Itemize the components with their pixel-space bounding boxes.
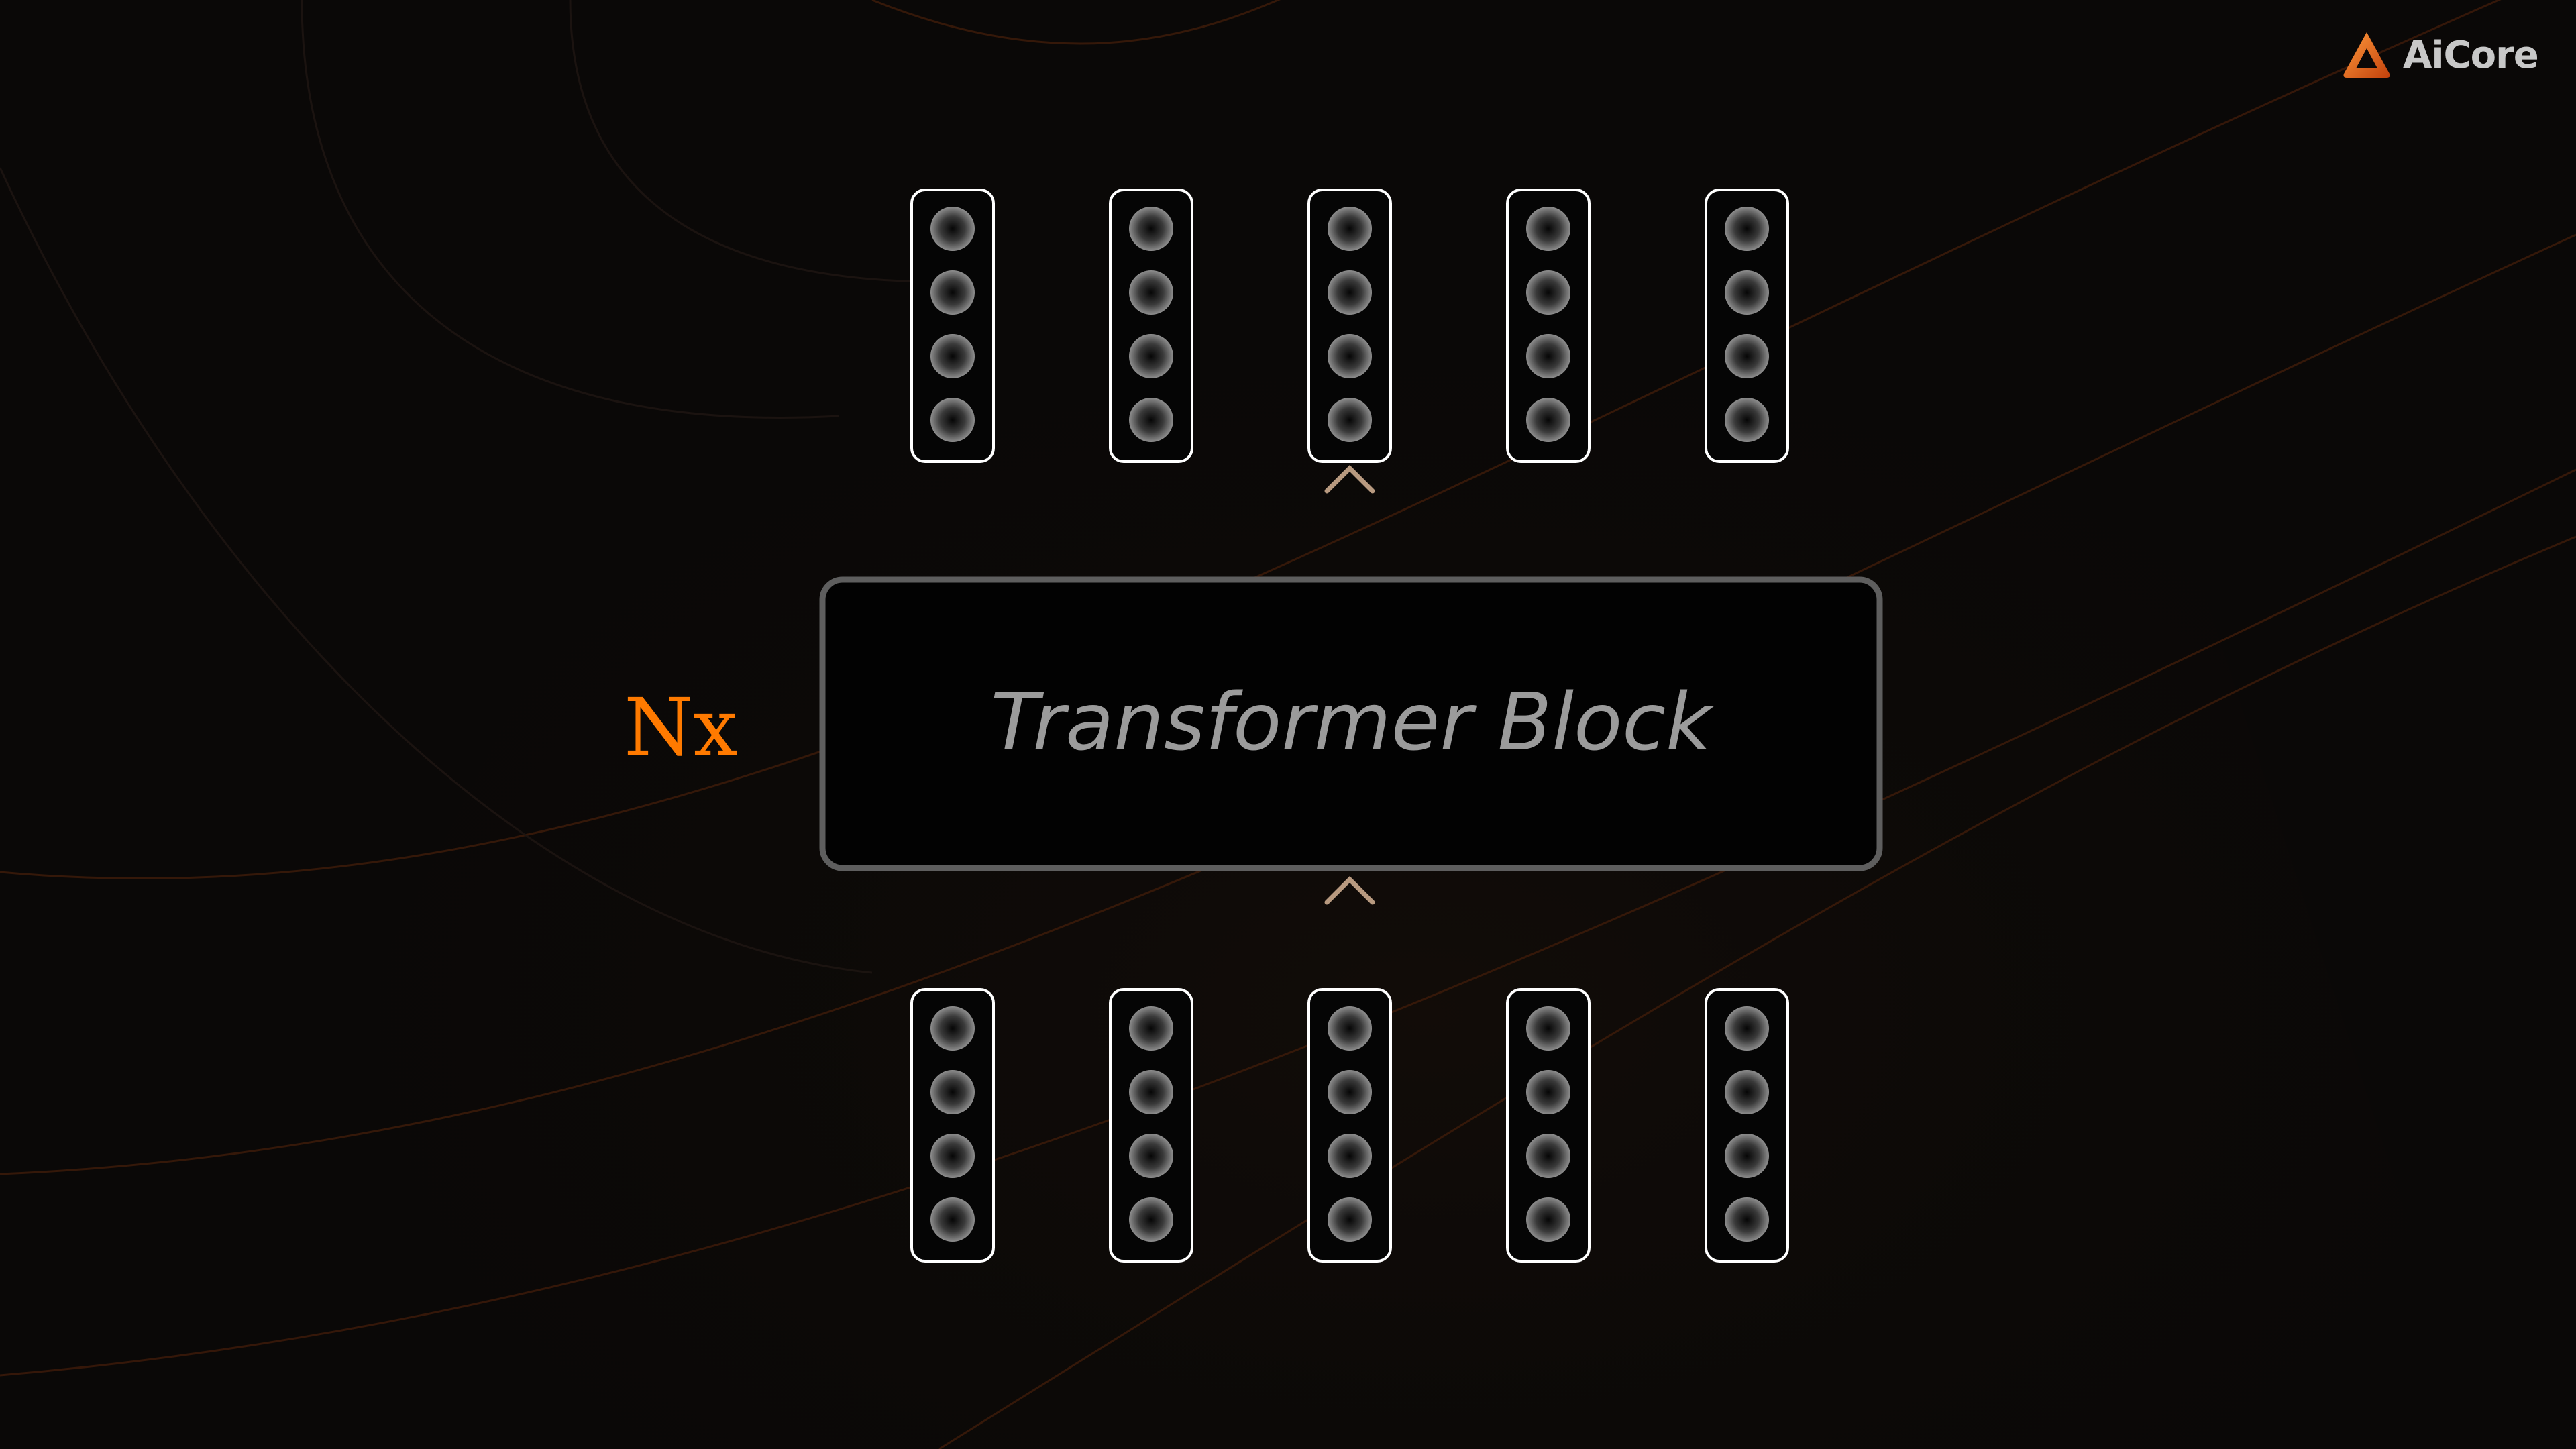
output-vector-5 — [1705, 189, 1789, 463]
arrow-into-block — [1324, 876, 1375, 985]
neuron-node — [930, 1134, 975, 1178]
neuron-node — [1725, 334, 1769, 378]
neuron-node — [1725, 1006, 1769, 1051]
neuron-node — [1129, 1197, 1173, 1242]
vector-outline — [1109, 988, 1193, 1263]
aicore-logo: AiCore — [2340, 28, 2539, 82]
neuron-node — [1328, 398, 1372, 442]
neuron-node — [930, 270, 975, 315]
neuron-node — [1129, 1134, 1173, 1178]
output-vector-2 — [1109, 189, 1193, 463]
input-vector-2 — [1109, 988, 1193, 1263]
neuron-node — [1526, 1134, 1570, 1178]
neuron-node — [1526, 270, 1570, 315]
vector-outline — [1705, 189, 1789, 463]
vector-outline — [1307, 988, 1392, 1263]
neuron-node — [1526, 207, 1570, 251]
repeat-count-label: Nx — [624, 681, 738, 773]
neuron-node — [930, 1197, 975, 1242]
neuron-node — [1328, 270, 1372, 315]
input-token-vectors — [910, 988, 1789, 1263]
neuron-node — [1328, 207, 1372, 251]
vector-outline — [1506, 189, 1591, 463]
transformer-block — [819, 576, 1883, 871]
neuron-node — [930, 334, 975, 378]
neuron-node — [930, 398, 975, 442]
input-vector-4 — [1506, 988, 1591, 1263]
neuron-node — [1328, 1006, 1372, 1051]
neuron-node — [1129, 1070, 1173, 1114]
neuron-node — [1725, 207, 1769, 251]
neuron-node — [1328, 1134, 1372, 1178]
arrow-out-of-block — [1324, 465, 1375, 574]
vector-outline — [1109, 189, 1193, 463]
neuron-node — [1725, 1134, 1769, 1178]
vector-outline — [1506, 988, 1591, 1263]
transformer-block-label: Transformer Block — [991, 676, 1715, 768]
neuron-node — [1725, 398, 1769, 442]
neuron-node — [1526, 398, 1570, 442]
neuron-node — [1129, 270, 1173, 315]
input-vector-3 — [1307, 988, 1392, 1263]
neuron-node — [1725, 270, 1769, 315]
vector-outline — [910, 189, 995, 463]
neuron-node — [930, 1006, 975, 1051]
neuron-node — [1328, 1070, 1372, 1114]
output-vector-1 — [910, 189, 995, 463]
neuron-node — [1526, 1197, 1570, 1242]
vector-outline — [1307, 189, 1392, 463]
output-vector-3 — [1307, 189, 1392, 463]
neuron-node — [1328, 334, 1372, 378]
output-token-vectors — [910, 189, 1789, 463]
neuron-node — [1129, 334, 1173, 378]
neuron-node — [930, 207, 975, 251]
vector-outline — [910, 988, 995, 1263]
neuron-node — [1129, 207, 1173, 251]
neuron-node — [1526, 1006, 1570, 1051]
vector-outline — [1705, 988, 1789, 1263]
input-vector-5 — [1705, 988, 1789, 1263]
neuron-node — [1526, 334, 1570, 378]
neuron-node — [1328, 1197, 1372, 1242]
neuron-node — [1725, 1197, 1769, 1242]
neuron-node — [1725, 1070, 1769, 1114]
neuron-node — [1129, 1006, 1173, 1051]
neuron-node — [930, 1070, 975, 1114]
aicore-triangle-logo-icon — [2343, 32, 2390, 78]
neuron-node — [1526, 1070, 1570, 1114]
aicore-wordmark: AiCore — [2403, 33, 2539, 77]
neuron-node — [1129, 398, 1173, 442]
input-vector-1 — [910, 988, 995, 1263]
output-vector-4 — [1506, 189, 1591, 463]
